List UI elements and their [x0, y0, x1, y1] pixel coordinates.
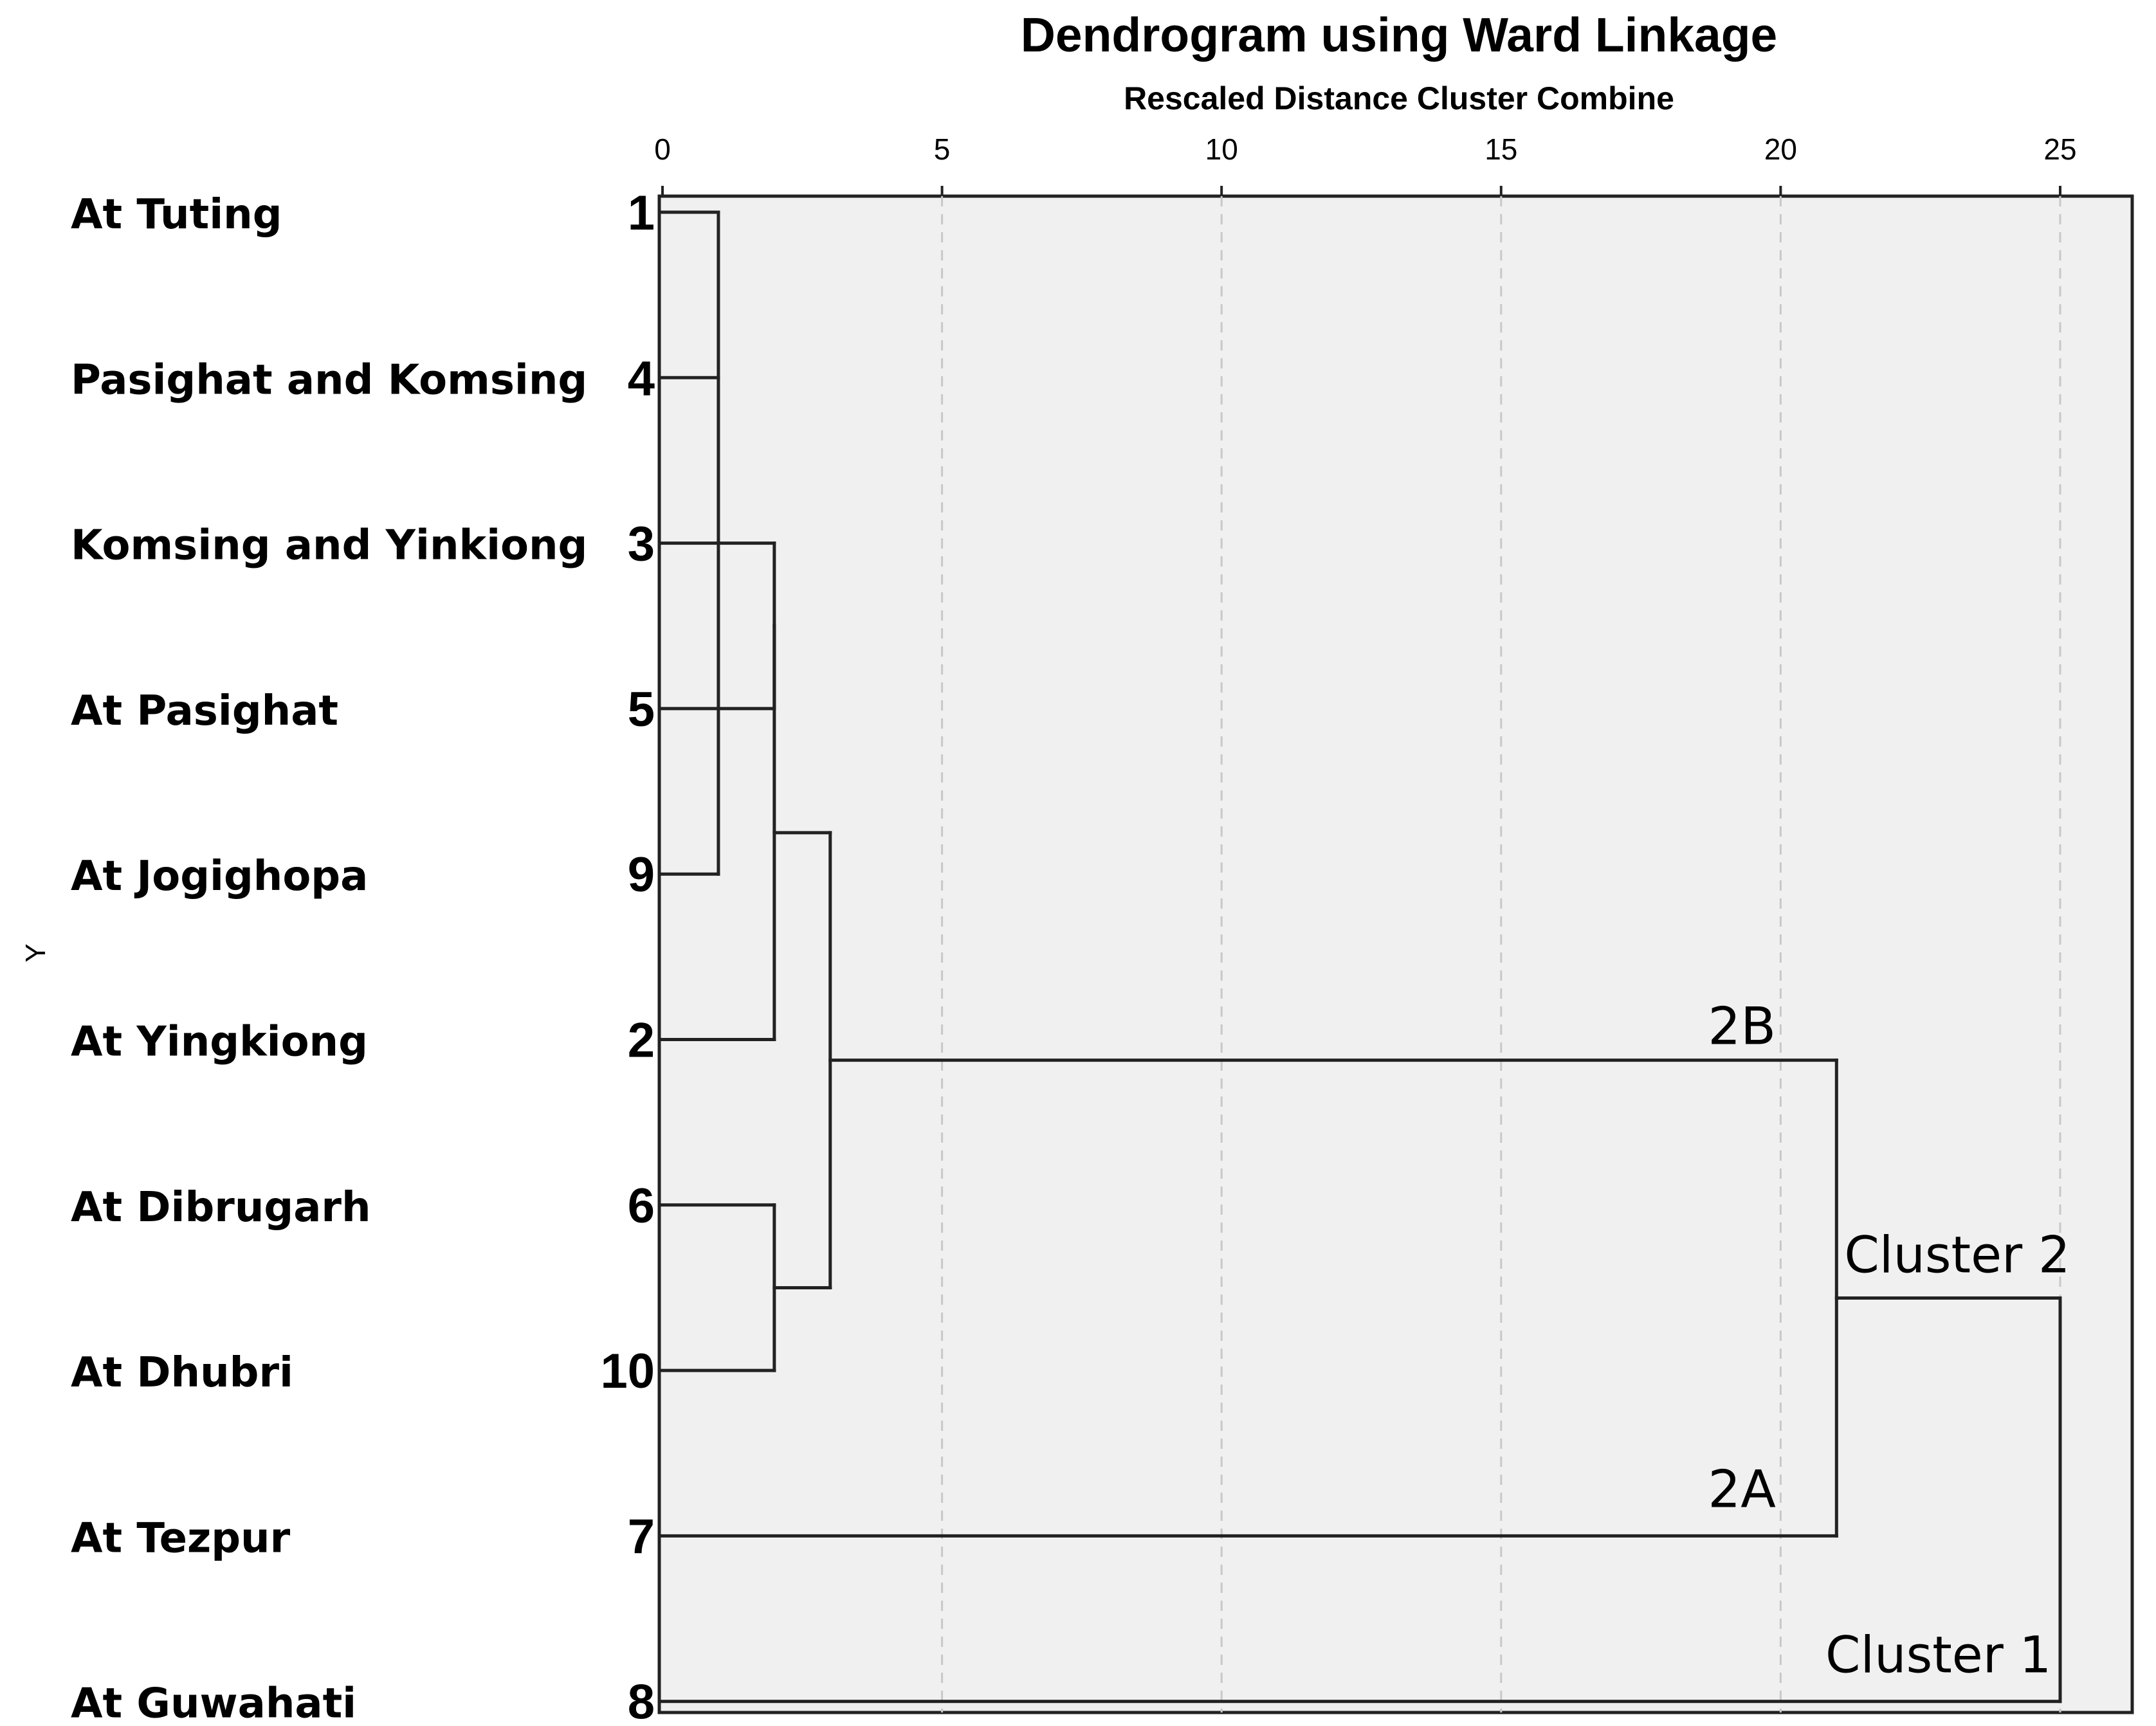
- x-tick-label-25: 25: [2043, 132, 2076, 166]
- leaf-name: At Pasighat: [71, 687, 338, 735]
- cluster-annotations: 2B Cluster 2 2A Cluster 1: [1708, 997, 2070, 1685]
- annotation-cluster-1: Cluster 1: [1825, 1627, 2051, 1685]
- plot-area: [657, 194, 2134, 1714]
- leaf-number: 3: [628, 517, 655, 572]
- leaf-name: At Dibrugarh: [71, 1184, 371, 1231]
- leaf-name: At Guwahati: [71, 1680, 356, 1726]
- leaf-name: At Dhubri: [71, 1349, 293, 1397]
- leaf-number: 4: [628, 351, 655, 406]
- x-tick-label-10: 10: [1205, 132, 1238, 166]
- x-tick-label-20: 20: [1764, 132, 1797, 166]
- leaf-number: 9: [628, 848, 655, 902]
- x-axis-ticks: 0 5 10 15 20 25: [654, 132, 2077, 196]
- grid-lines: [941, 196, 2061, 1712]
- leaf-name: At Tezpur: [71, 1514, 291, 1562]
- leaf-number: 8: [628, 1675, 655, 1726]
- chart-title: Dendrogram using Ward Linkage: [1021, 8, 1778, 62]
- leaf-name: At Jogighopa: [71, 853, 368, 900]
- leaf-number: 6: [628, 1179, 655, 1233]
- x-tick-label-15: 15: [1485, 132, 1517, 166]
- leaf-number: 5: [628, 682, 655, 737]
- leaf-name: Pasighat and Komsing: [71, 356, 587, 404]
- annotation-cluster-2: Cluster 2: [1844, 1227, 2070, 1285]
- x-tick-label-0: 0: [654, 132, 671, 166]
- dendrogram-links: [661, 210, 2062, 1703]
- leaf-number: 1: [628, 186, 655, 241]
- leaf-name: At Yingkiong: [71, 1019, 368, 1066]
- annotation-2b: 2B: [1708, 997, 1776, 1057]
- x-tick-label-5: 5: [934, 132, 951, 166]
- annotation-2a: 2A: [1708, 1459, 1776, 1519]
- leaf-number: 7: [628, 1509, 655, 1564]
- chart-subtitle: Rescaled Distance Cluster Combine: [1124, 80, 1674, 116]
- y-axis-label: Y: [20, 943, 51, 962]
- leaf-name: Komsing and Yinkiong: [71, 522, 587, 570]
- leaf-number: 2: [628, 1013, 655, 1068]
- leaf-number: 10: [600, 1344, 655, 1399]
- leaf-name: At Tuting: [71, 191, 282, 239]
